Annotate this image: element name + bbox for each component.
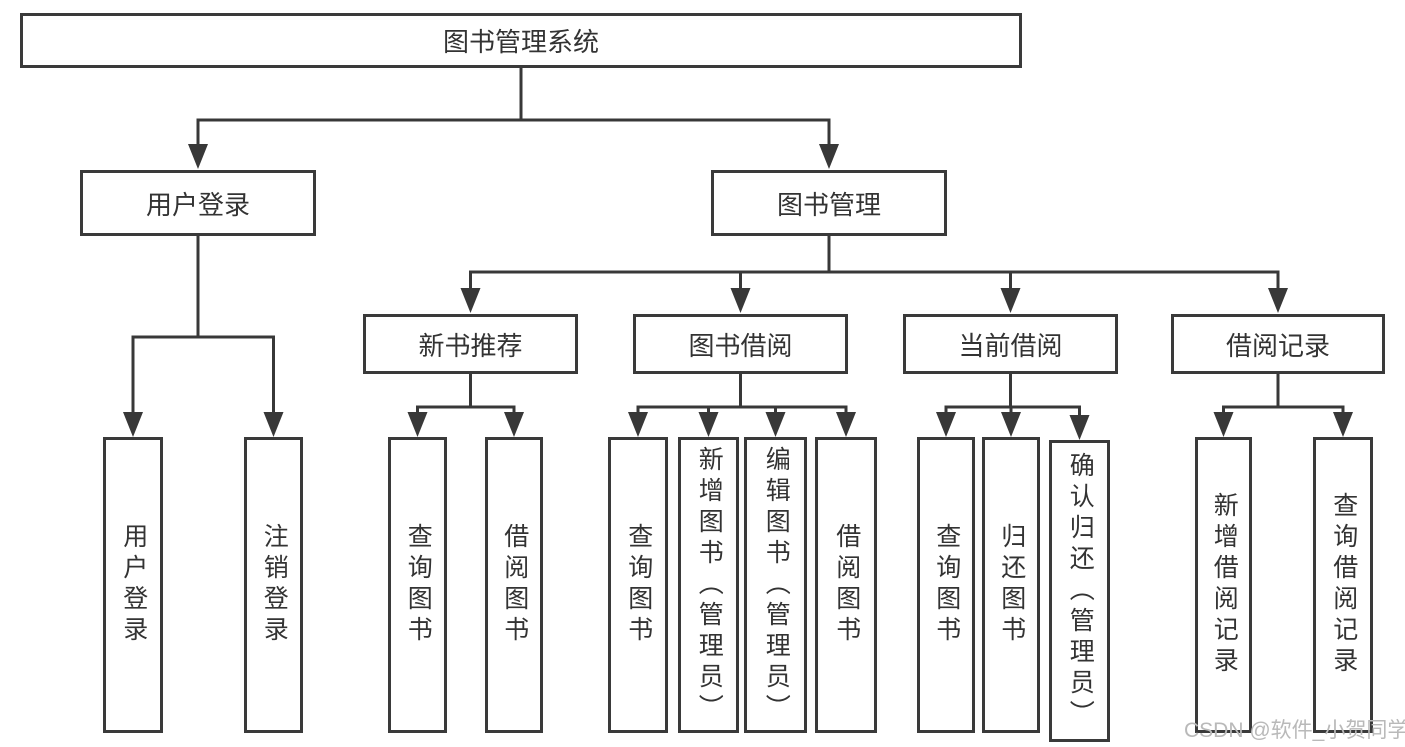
connector-borrow-bar — [636, 405, 848, 418]
leaf-user-login: 用户登录 — [103, 437, 163, 733]
leaf-borrowing-add-books-admin: 新增图书（管理员） — [678, 437, 739, 733]
node-current-borrowing: 当前借阅 — [903, 314, 1118, 374]
arrow-down-icon — [765, 412, 786, 437]
leaf-newbook-query-books-label: 查询图书 — [404, 523, 433, 647]
arrow-down-icon — [836, 412, 856, 437]
arrow-down-icon — [504, 412, 524, 437]
arrow-down-icon — [698, 412, 719, 437]
arrow-down-icon — [628, 412, 648, 437]
arrow-down-icon — [123, 412, 143, 437]
leaf-borrowing-query-books: 查询图书 — [608, 437, 668, 733]
node-library-system: 图书管理系统 — [20, 13, 1022, 68]
leaf-logout: 注销登录 — [244, 437, 303, 733]
leaf-records-add-record: 新增借阅记录 — [1195, 437, 1252, 733]
leaf-current-confirm-return-admin: 确认归还（管理员） — [1049, 440, 1110, 742]
leaf-borrowing-add-books-admin-label: 新增图书（管理员） — [695, 445, 724, 725]
leaf-borrowing-edit-books-admin-label: 编辑图书（管理员） — [762, 445, 791, 725]
arrow-down-icon — [460, 288, 481, 313]
node-book-management-label: 图书管理 — [776, 189, 881, 220]
node-borrowing-records-label: 借阅记录 — [1225, 330, 1330, 361]
leaf-current-query-books-label: 查询图书 — [932, 523, 961, 647]
arrow-down-icon — [1069, 415, 1090, 440]
connector-newbook-bar — [416, 405, 516, 418]
node-library-system-label: 图书管理系统 — [442, 27, 599, 57]
node-new-book-recommend-label: 新书推荐 — [418, 330, 523, 361]
leaf-newbook-borrow-books-label: 借阅图书 — [500, 523, 529, 647]
arrow-down-icon — [1000, 288, 1021, 313]
arrow-down-icon — [1213, 412, 1234, 437]
node-book-borrowing-label: 图书借阅 — [688, 330, 793, 361]
connector-level3-bar — [469, 270, 1280, 294]
arrow-down-icon — [730, 288, 751, 313]
leaf-borrowing-borrow-books: 借阅图书 — [815, 437, 877, 733]
node-user-login-label: 用户登录 — [145, 189, 250, 220]
leaf-current-query-books: 查询图书 — [917, 437, 975, 733]
leaf-borrowing-edit-books-admin: 编辑图书（管理员） — [744, 437, 807, 733]
leaf-current-return-books-label: 归还图书 — [997, 523, 1026, 647]
connector-level2-bar — [196, 118, 831, 150]
arrow-down-icon — [188, 144, 208, 169]
node-user-login: 用户登录 — [80, 170, 316, 236]
arrow-down-icon — [936, 412, 956, 437]
leaf-current-confirm-return-admin-label: 确认归还（管理员） — [1066, 451, 1095, 731]
leaf-user-login-label: 用户登录 — [119, 523, 148, 647]
node-current-borrowing-label: 当前借阅 — [958, 330, 1063, 361]
leaf-current-return-books: 归还图书 — [982, 437, 1040, 733]
leaf-borrowing-query-books-label: 查询图书 — [624, 523, 653, 647]
arrow-down-icon — [407, 412, 428, 437]
connector-records-bar — [1222, 405, 1345, 418]
node-borrowing-records: 借阅记录 — [1171, 314, 1385, 374]
node-book-borrowing: 图书借阅 — [633, 314, 848, 374]
arrow-down-icon — [819, 144, 839, 169]
leaf-records-add-record-label: 新增借阅记录 — [1210, 492, 1239, 678]
arrowheads — [123, 144, 1353, 440]
leaf-newbook-query-books: 查询图书 — [388, 437, 447, 733]
leaf-borrowing-borrow-books-label: 借阅图书 — [832, 523, 861, 647]
leaf-records-query-record-label: 查询借阅记录 — [1329, 492, 1358, 678]
node-new-book-recommend: 新书推荐 — [363, 314, 578, 374]
arrow-down-icon — [263, 412, 284, 437]
arrow-down-icon — [1268, 288, 1288, 313]
connector-login-bar — [131, 335, 275, 417]
node-book-management: 图书管理 — [711, 170, 947, 236]
leaf-records-query-record: 查询借阅记录 — [1313, 437, 1373, 733]
arrow-down-icon — [1333, 412, 1353, 437]
csdn-watermark: CSDN @软件_小贺同学 — [1184, 719, 1405, 742]
leaf-newbook-borrow-books: 借阅图书 — [485, 437, 543, 733]
leaf-logout-label: 注销登录 — [260, 523, 289, 647]
arrow-down-icon — [1001, 412, 1021, 437]
